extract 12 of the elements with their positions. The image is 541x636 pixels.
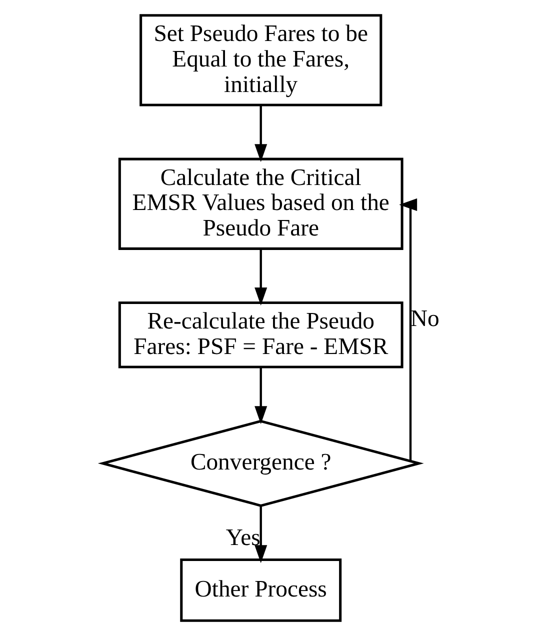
node-box: Re-calculate the Pseudo Fares: PSF = Fare - EMSR bbox=[118, 302, 403, 368]
arrow bbox=[254, 506, 267, 564]
node-diamond: Convergence ? bbox=[97, 420, 424, 507]
edge-label: Yes bbox=[225, 525, 260, 552]
node-box: Other Process bbox=[180, 558, 342, 622]
arrow bbox=[254, 367, 267, 424]
node-box: Calculate the Critical EMSR Values based on the Pseudo Fare bbox=[118, 158, 403, 250]
node-box: Set Pseudo Fares to be Equal to the Fares, initially bbox=[139, 14, 382, 106]
edge-label: No bbox=[410, 306, 439, 332]
arrow bbox=[254, 248, 267, 306]
arrow bbox=[254, 106, 267, 162]
arrow bbox=[398, 198, 417, 460]
